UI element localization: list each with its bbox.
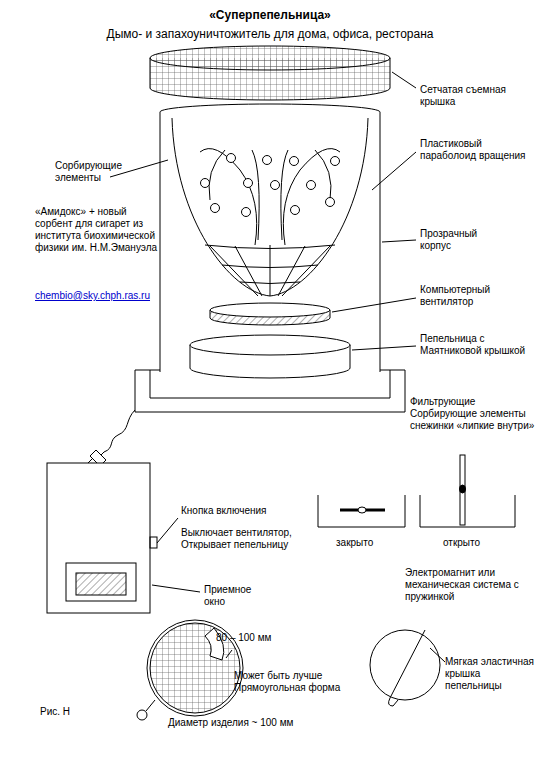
state-label: открыто: [443, 537, 503, 549]
part-label: Приемное окно: [204, 584, 274, 608]
part-label: Сорбирующие элементы: [55, 160, 130, 184]
note: Может быть лучше Прямоугольная форма: [234, 670, 364, 694]
power-cord: [88, 410, 135, 468]
part-label: Кнопка включения: [181, 505, 301, 517]
ashtray: [190, 335, 350, 378]
sorbing-elements: [200, 149, 340, 245]
front-view: [47, 463, 157, 613]
part-label: Компьютерный вентилятор: [420, 284, 515, 308]
part-label: Прозрачный корпус: [420, 228, 510, 252]
dimension: 80 – 100 мм: [216, 632, 296, 644]
transparent-body: [160, 104, 380, 372]
state-label: закрыто: [336, 537, 396, 549]
part-label: Мягкая эластичная крышка пепельницы: [445, 656, 535, 692]
part-label: Сетчатая съемная крышка: [420, 84, 530, 108]
elastic-lid: [370, 630, 440, 706]
leader-lines: [110, 72, 445, 662]
note: Электромагнит или механическая система с…: [405, 567, 535, 603]
note: Выключает вентилятор, Открывает пепельни…: [181, 527, 321, 551]
title: «Суперпепельница»: [30, 8, 510, 22]
note: «Амидокс» + новый сорбент для сигарет из…: [35, 206, 160, 254]
caption: Рис. Н: [40, 706, 70, 718]
snowflake-filters: [318, 455, 515, 527]
mesh-lid: [150, 46, 390, 100]
base-tray: [135, 370, 405, 412]
paraboloid: [172, 118, 368, 296]
subtitle: Дымо- и запахоуничтожитель для дома, офи…: [30, 27, 510, 41]
computer-fan: [210, 303, 330, 325]
part-label: Фильтрующие Сорбирующие элементы снежинк…: [410, 396, 535, 432]
part-label: Пластиковый параболоид вращения: [420, 138, 530, 162]
part-label: Пепельница с Маятниковой крышкой: [420, 333, 535, 357]
dimension: Диаметр изделия ~ 100 мм: [168, 717, 348, 729]
email: chembio@sky.chph.ras.ru: [35, 290, 165, 302]
